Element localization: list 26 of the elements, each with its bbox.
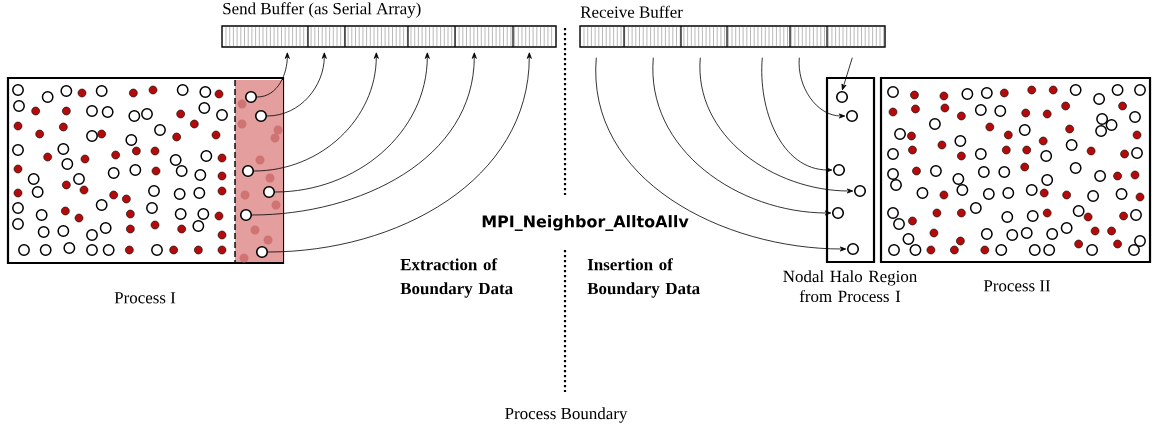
buffer-array: Receive Buffer xyxy=(579,5,886,48)
buffer-array: Send Buffer (as Serial Array) xyxy=(221,2,557,48)
arrow xyxy=(251,52,477,216)
arrow xyxy=(841,57,853,91)
arrow xyxy=(595,57,847,252)
call-label: MPI_Neighbor_AlltoAllv xyxy=(482,215,689,231)
arrow xyxy=(266,52,327,117)
node-label: Send Buffer (as Serial Array) xyxy=(223,2,421,18)
arrow xyxy=(274,52,430,193)
step-label: Extraction of Boundary Data xyxy=(400,258,513,298)
arrow xyxy=(253,52,379,172)
arrow xyxy=(798,57,846,119)
node-label: Process I xyxy=(114,292,176,304)
arrow xyxy=(699,57,854,194)
arrow xyxy=(652,57,832,216)
halo-box: Nodal Halo Region from Process I xyxy=(783,76,917,303)
arrow xyxy=(761,57,833,173)
node-label: Process II xyxy=(983,280,1051,292)
arrow xyxy=(256,52,290,98)
boundary-label: Process Boundary xyxy=(505,407,628,423)
step-label: Insertion of Boundary Data xyxy=(587,258,700,298)
boundary-region xyxy=(234,79,283,263)
node-label: Receive Buffer xyxy=(580,5,683,18)
node-label: Nodal Halo Region from Process I xyxy=(783,270,918,303)
arrow xyxy=(267,52,532,253)
process-box: Process I xyxy=(6,76,285,304)
